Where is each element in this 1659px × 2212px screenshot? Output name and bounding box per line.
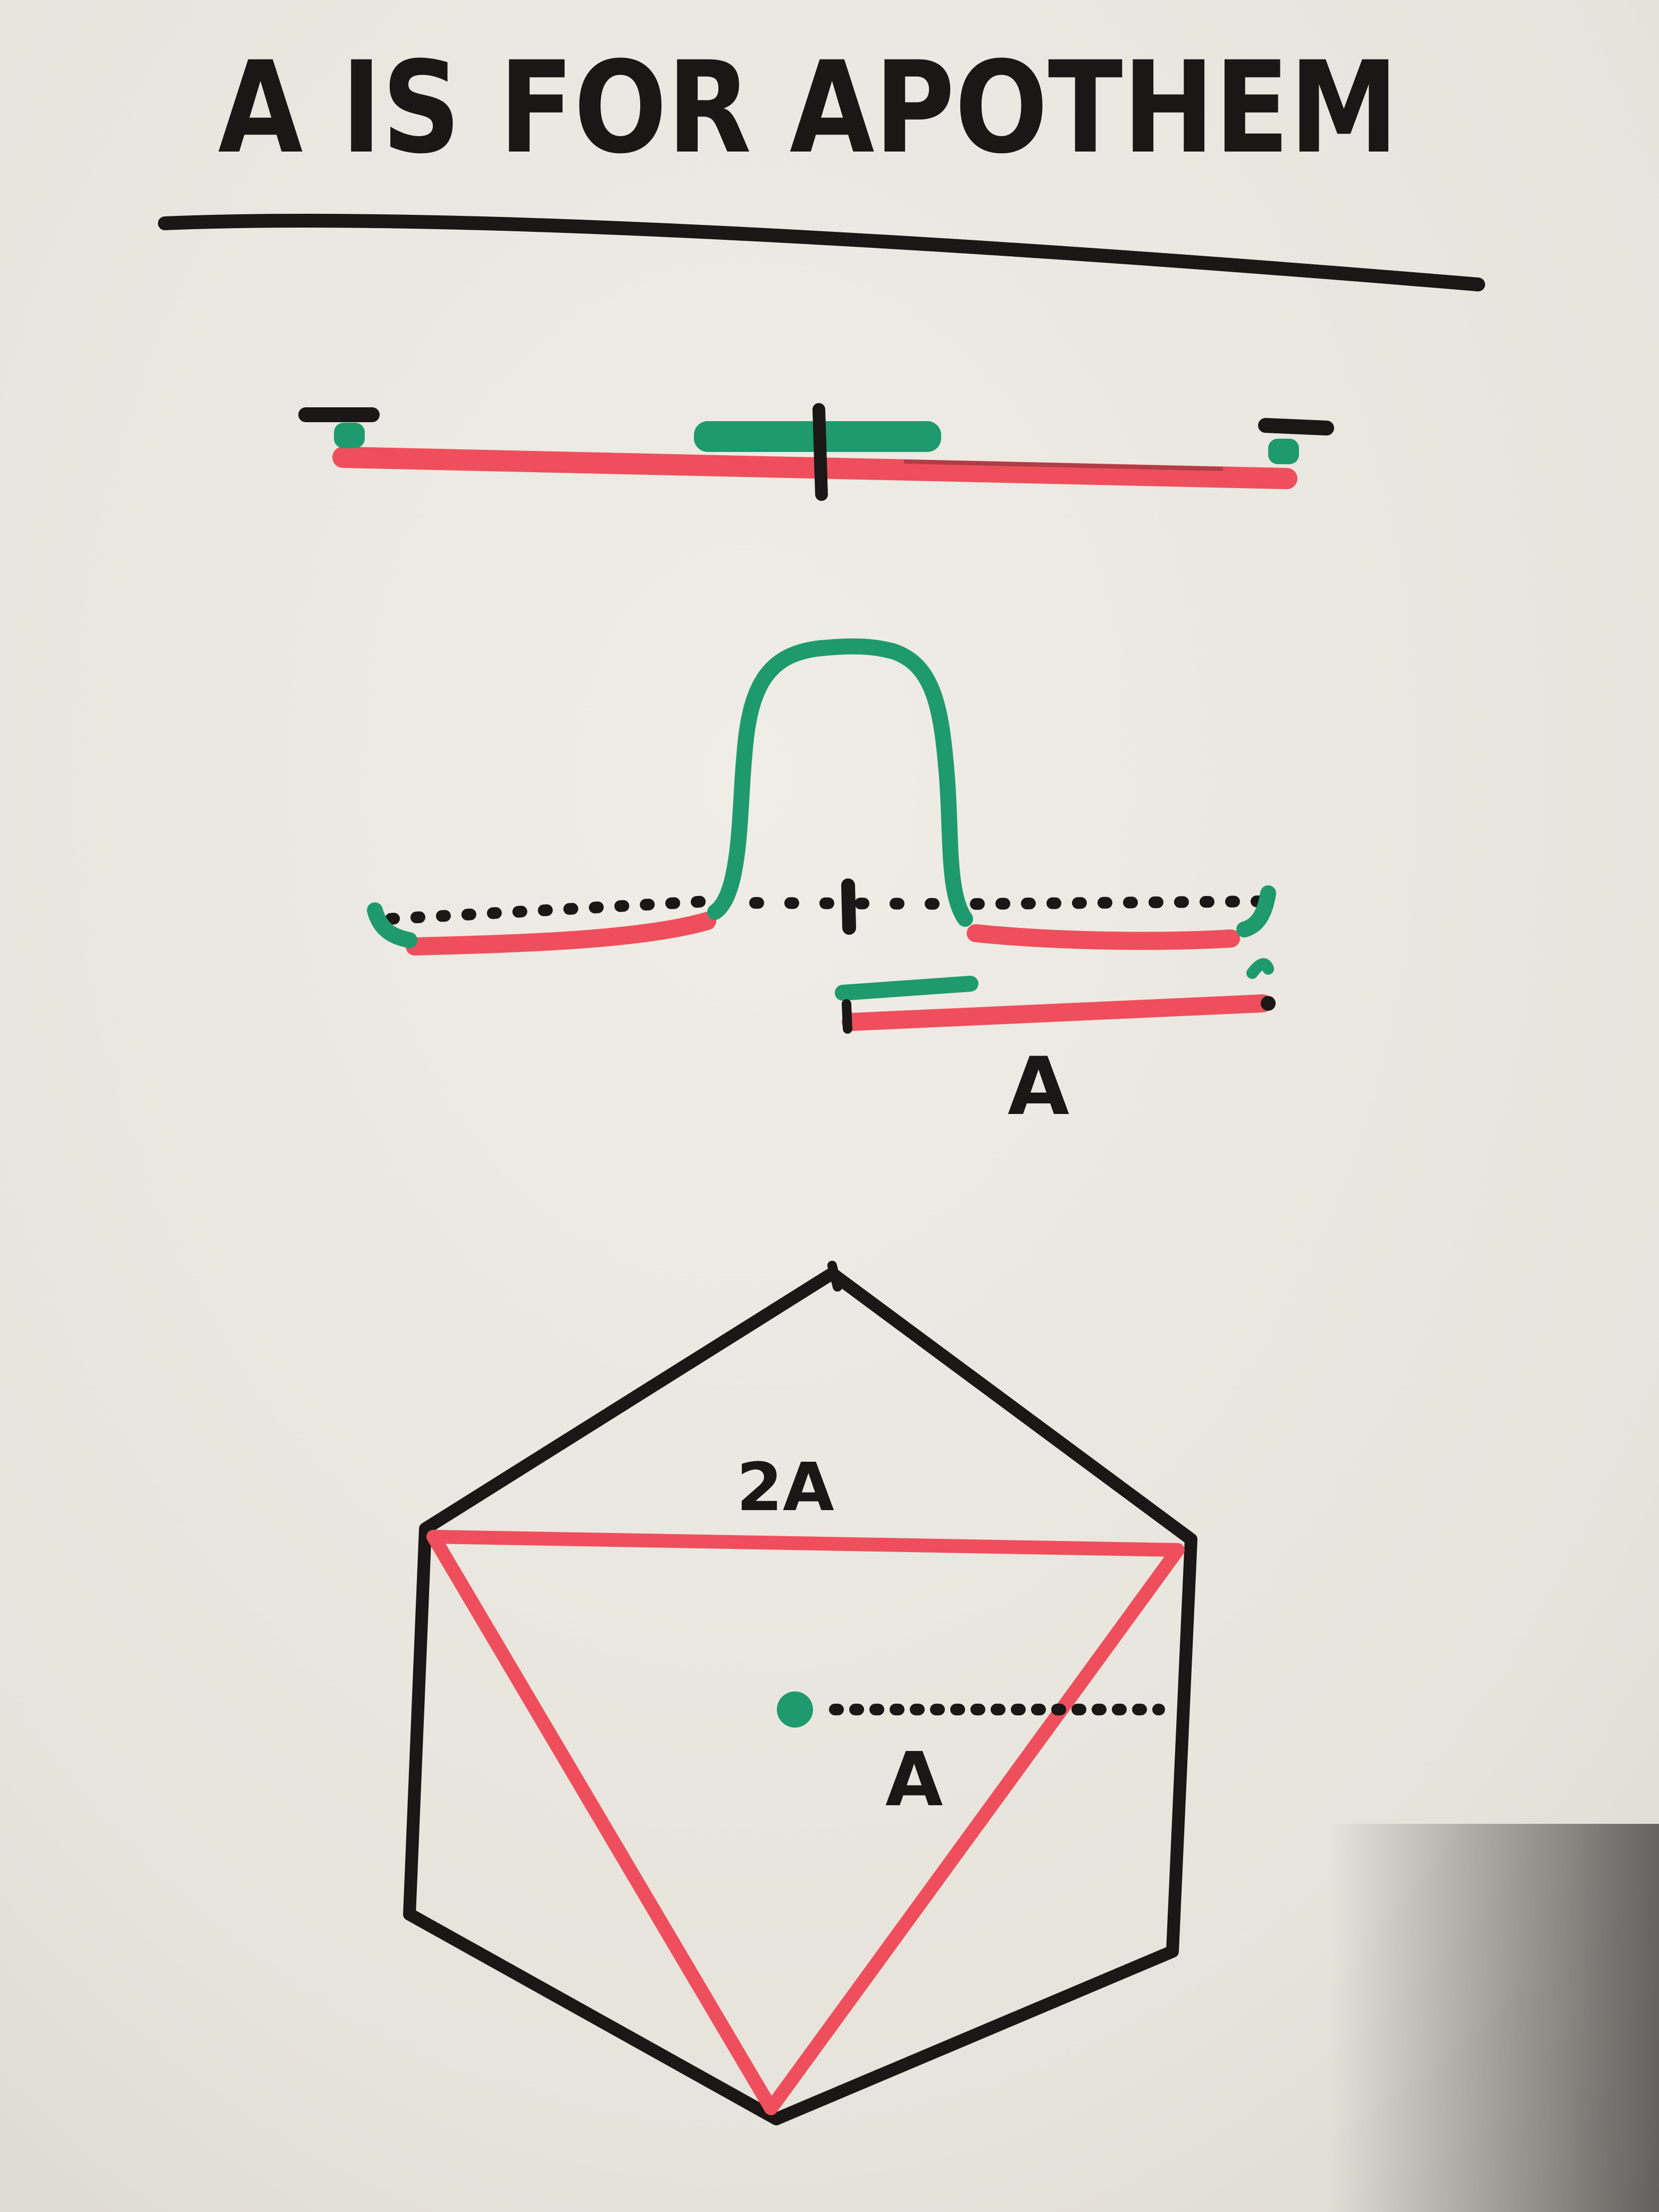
green-arch: [707, 638, 973, 927]
segment-left-end-green: [334, 423, 365, 448]
red-right-half: [967, 924, 1240, 950]
red-left-half: [406, 912, 716, 956]
dotted-line-right: [970, 895, 1271, 910]
bent-midpoint-tick: [841, 878, 856, 935]
half-right-green-mark: [1246, 958, 1274, 979]
hexagon-outline: [403, 1267, 1197, 2125]
segment-midpoint-tick: [812, 403, 828, 501]
hexagon-top-vertex-mark: [827, 1261, 842, 1292]
green-left-cap: [367, 902, 417, 948]
figure-hexagon: 2A A: [403, 1261, 1197, 2125]
half-red-line: [842, 994, 1272, 1031]
segment-dark-overlay: [903, 459, 1224, 471]
inscribed-triangle: [426, 1530, 1185, 2115]
triangle-side-label: 2A: [736, 1449, 834, 1526]
figure-straight-segment: [298, 403, 1334, 501]
segment-label-a: A: [1008, 1041, 1069, 1133]
apothem-label: A: [885, 1737, 943, 1823]
green-right-cap: [1236, 885, 1276, 937]
figure-bent-segment: A: [367, 638, 1276, 1133]
dotted-line-left: [385, 895, 713, 925]
half-green-line: [835, 976, 978, 1001]
hexagon-center-dot: [777, 1691, 813, 1728]
dotted-line-center: [749, 897, 958, 910]
half-left-tick: [842, 999, 852, 1034]
segment-right-end-green: [1268, 439, 1299, 464]
segment-right-end-tick: [1258, 418, 1334, 435]
title-underline: [158, 214, 1485, 291]
corner-shadow: [1329, 1824, 1659, 2212]
title: A IS FOR APOTHEM: [218, 35, 1398, 182]
half-right-dot: [1261, 996, 1276, 1011]
